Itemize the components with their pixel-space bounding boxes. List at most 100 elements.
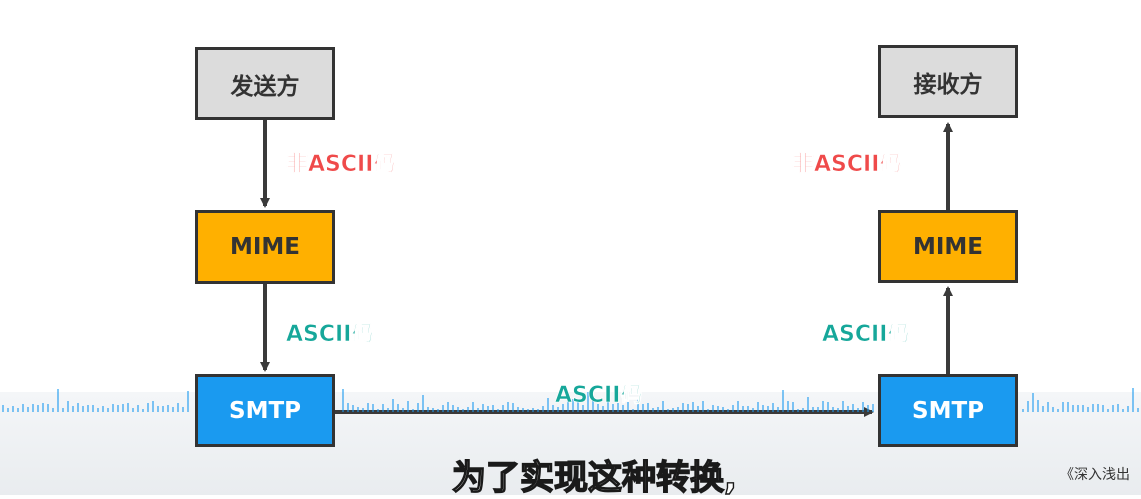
waveform-bar	[817, 407, 819, 412]
waveform-bar	[577, 402, 579, 412]
waveform-bar	[1092, 404, 1094, 412]
waveform-bar	[587, 392, 589, 412]
waveform-bar	[172, 407, 174, 412]
waveform-bar	[1137, 408, 1139, 412]
waveform-bar	[737, 401, 739, 412]
waveform-bar	[1087, 407, 1089, 412]
waveform-bar	[47, 404, 49, 412]
waveform-bar	[342, 389, 344, 412]
waveform-bar	[117, 405, 119, 412]
waveform-bar	[407, 401, 409, 412]
waveform-bar	[452, 405, 454, 412]
waveform-bar	[692, 402, 694, 412]
waveform-bar	[37, 405, 39, 412]
waveform-bar	[812, 407, 814, 412]
waveform-bar	[717, 406, 719, 412]
waveform-bar	[1042, 406, 1044, 412]
waveform-bar	[1107, 409, 1109, 412]
waveform-bar	[137, 405, 139, 412]
waveform-bar	[487, 406, 489, 412]
waveform-bar	[862, 402, 864, 412]
sender-ascii-label: ASCII码	[286, 322, 374, 348]
waveform-bar	[2, 405, 4, 412]
sender-smtp-box: SMTP	[195, 374, 335, 447]
waveform-bar	[52, 408, 54, 412]
waveform-bar	[32, 404, 34, 412]
waveform-bar	[492, 405, 494, 412]
waveform-bar	[632, 409, 634, 412]
waveform-bar	[732, 405, 734, 412]
waveform-bar	[572, 399, 574, 412]
waveform-bar	[1052, 407, 1054, 412]
waveform-bar	[1117, 404, 1119, 412]
waveform-bar	[467, 407, 469, 412]
waveform-bar	[472, 402, 474, 412]
waveform-bar	[607, 401, 609, 412]
waveform-bar	[182, 407, 184, 412]
waveform-bar	[377, 409, 379, 412]
waveform-bar	[742, 406, 744, 412]
waveform-bar	[1032, 393, 1034, 412]
waveform-bar	[757, 402, 759, 412]
waveform-bar	[842, 401, 844, 412]
waveform-bar	[462, 409, 464, 412]
waveform-bar	[1047, 402, 1049, 412]
waveform-bar	[62, 408, 64, 412]
waveform-bar	[1067, 402, 1069, 412]
waveform-bar	[777, 407, 779, 412]
waveform-bar	[432, 408, 434, 412]
waveform-bar	[552, 405, 554, 412]
waveform-bar	[872, 404, 874, 412]
waveform-bar	[392, 399, 394, 412]
waveform-bar	[537, 409, 539, 412]
receiver-ascii-label: ASCII码	[822, 322, 910, 348]
waveform-bar	[397, 404, 399, 412]
waveform-bar	[482, 404, 484, 412]
waveform-bar	[527, 409, 529, 412]
waveform-bar	[457, 407, 459, 412]
waveform-bar	[787, 401, 789, 412]
receiver-smtp-box: SMTP	[878, 374, 1018, 447]
waveform-bar	[707, 409, 709, 412]
waveform-bar	[702, 401, 704, 412]
waveform-bar	[157, 406, 159, 412]
sender-smtp-label: SMTP	[229, 397, 301, 424]
waveform-bar	[57, 389, 59, 412]
waveform-bar	[477, 408, 479, 412]
audio-waveform	[2, 388, 1139, 412]
waveform-bar	[672, 408, 674, 412]
waveform-bar	[437, 409, 439, 412]
waveform-bar	[722, 407, 724, 412]
waveform-bar	[357, 407, 359, 412]
receiver-mime-label: MIME	[912, 233, 984, 260]
waveform-bar	[712, 405, 714, 412]
waveform-bar	[502, 405, 504, 412]
waveform-bar	[597, 404, 599, 412]
waveform-bar	[162, 406, 164, 412]
waveform-bar	[832, 407, 834, 412]
waveform-bar	[82, 406, 84, 412]
waveform-bar	[387, 408, 389, 412]
waveform-bar	[77, 403, 79, 412]
waveform-bar	[12, 406, 14, 412]
waveform-bar	[747, 406, 749, 412]
waveform-bar	[627, 402, 629, 412]
waveform-bar	[1112, 405, 1114, 412]
waveform-bar	[697, 406, 699, 412]
waveform-bar	[547, 398, 549, 412]
waveform-bar	[382, 404, 384, 412]
waveform-bar	[7, 408, 9, 412]
waveform-bar	[622, 405, 624, 412]
waveform-bar	[662, 401, 664, 412]
waveform-bar	[1102, 405, 1104, 412]
waveform-bar	[122, 404, 124, 412]
receiver-non-ascii-label: 非ASCII码	[792, 152, 902, 178]
waveform-bar	[427, 407, 429, 412]
waveform-bar	[582, 405, 584, 412]
waveform-bar	[17, 408, 19, 412]
waveform-bar	[1097, 404, 1099, 412]
waveform-bar	[422, 395, 424, 412]
waveform-bar	[772, 403, 774, 412]
waveform-bar	[1077, 405, 1079, 412]
waveform-bar	[542, 406, 544, 412]
